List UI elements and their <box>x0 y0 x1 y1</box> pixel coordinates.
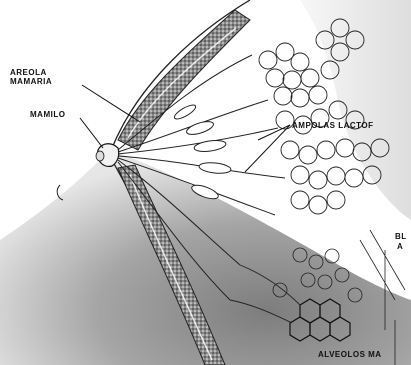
label-right-edge-top: BL <box>395 232 407 241</box>
label-areola-mamaria: AREOLA MAMARIA <box>10 68 52 86</box>
label-alveolos: ALVEOLOS MA <box>318 350 382 359</box>
label-ampolas-lactoforas: AMPOLAS LACTOF <box>292 121 374 130</box>
label-mamilo: MAMILO <box>30 110 65 119</box>
label-right-edge-bottom: A <box>397 242 403 251</box>
